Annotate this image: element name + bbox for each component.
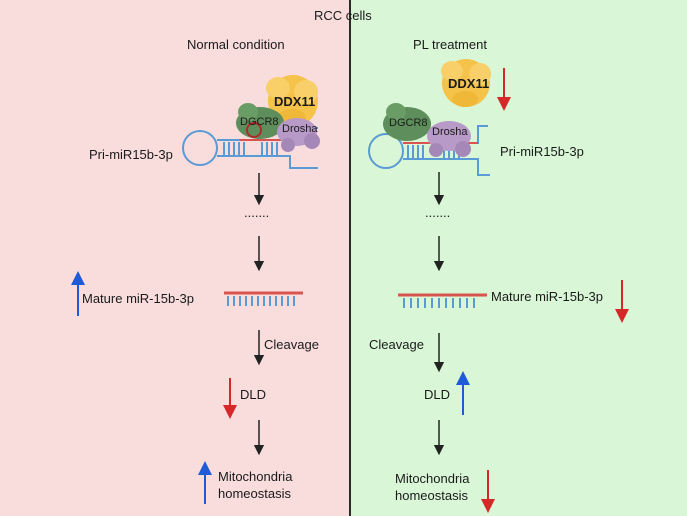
left-heading: Normal condition <box>187 37 285 52</box>
right-mature-mirna-label: Mature miR-15b-3p <box>491 289 603 304</box>
left-mito-line1: Mitochondria <box>218 469 293 484</box>
left-mature-mirna-label: Mature miR-15b-3p <box>82 291 194 306</box>
right-cleavage-label: Cleavage <box>369 337 424 352</box>
left-drosha-protein <box>277 118 320 152</box>
left-ellipsis: ....... <box>244 205 270 220</box>
left-drosha-label: Drosha <box>282 123 318 135</box>
right-drosha-protein <box>427 121 471 157</box>
right-mito-line1: Mitochondria <box>395 471 470 486</box>
right-pri-mirna-label: Pri-miR15b-3p <box>500 144 584 159</box>
right-drosha-label: Drosha <box>432 126 468 138</box>
left-dgcr8-label: DGCR8 <box>240 116 279 128</box>
panel-divider <box>349 0 351 516</box>
right-dld-label: DLD <box>424 387 451 402</box>
left-dld-label: DLD <box>240 387 267 402</box>
right-ddx11-protein <box>441 59 491 107</box>
diagram-title: RCC cells <box>314 8 372 23</box>
left-ddx11-label: DDX11 <box>274 94 316 109</box>
right-mito-line2: homeostasis <box>395 488 468 503</box>
left-cleavage-label: Cleavage <box>264 337 319 352</box>
right-dgcr8-label: DGCR8 <box>389 117 428 129</box>
pl-treatment-panel <box>350 0 687 516</box>
left-mature-mirna-duplex <box>224 291 303 306</box>
left-dgcr8-protein <box>236 103 284 139</box>
right-dgcr8-protein <box>383 103 431 141</box>
left-mito-line2: homeostasis <box>218 486 291 501</box>
right-mature-mirna-duplex <box>398 293 487 308</box>
left-pri-mirna-label: Pri-miR15b-3p <box>89 147 173 162</box>
right-ddx11-label: DDX11 <box>448 76 490 91</box>
right-ellipsis: ....... <box>425 205 451 220</box>
right-heading: PL treatment <box>413 37 487 52</box>
